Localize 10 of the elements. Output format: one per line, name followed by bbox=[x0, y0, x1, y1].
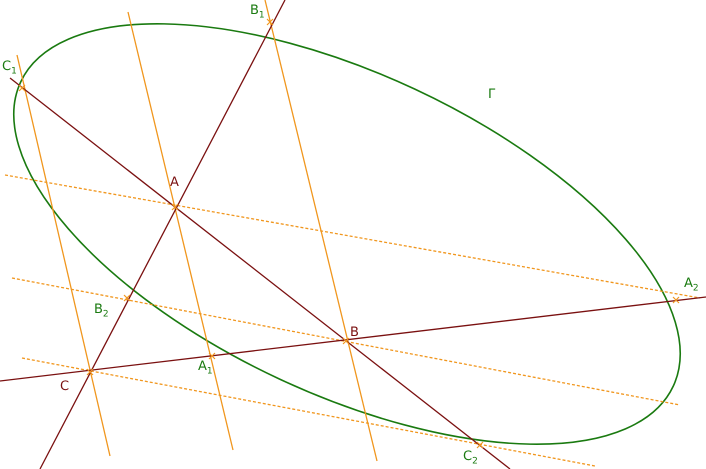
point-label: C$_{2}$ bbox=[463, 450, 478, 467]
point-label: C$_{1}$ bbox=[2, 60, 17, 77]
point-label: Γ bbox=[488, 88, 496, 101]
point-label: A$_{1}$ bbox=[198, 360, 213, 377]
point-label: A bbox=[170, 176, 179, 189]
point-label: A$_{2}$ bbox=[684, 277, 699, 294]
point-label: C bbox=[60, 380, 70, 393]
point-label: B$_{1}$ bbox=[250, 4, 265, 21]
point-label: B bbox=[350, 326, 359, 339]
point-label: B$_{2}$ bbox=[94, 303, 109, 320]
